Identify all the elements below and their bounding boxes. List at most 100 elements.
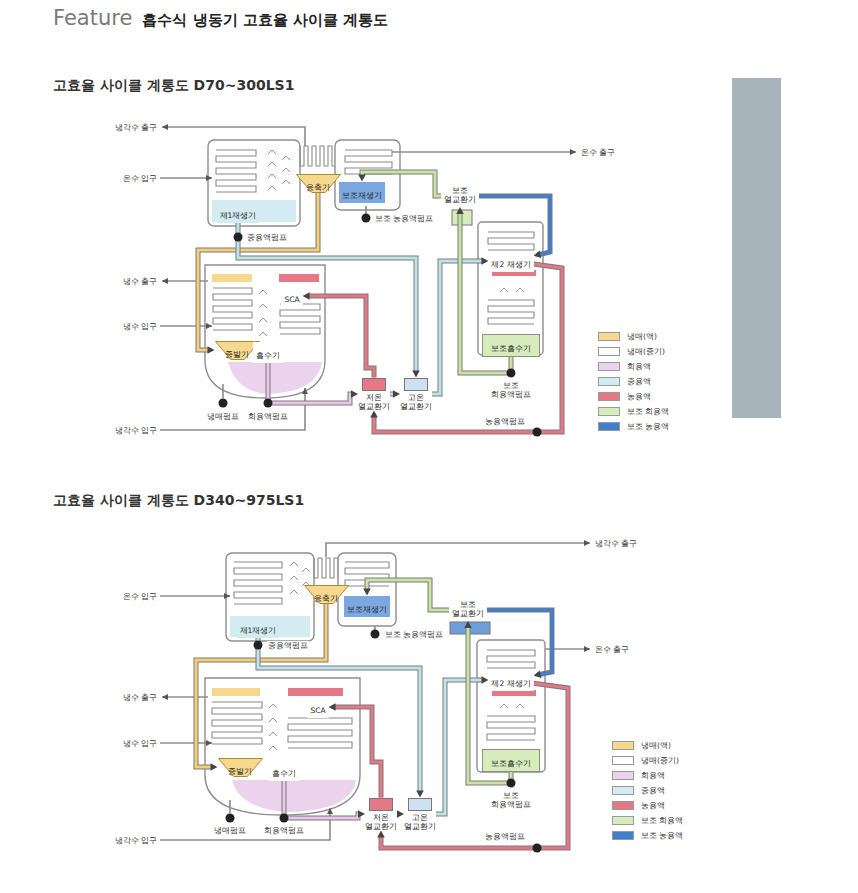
node-label: 응축기	[314, 594, 338, 603]
exchanger-core	[408, 798, 432, 811]
arrowhead	[363, 589, 371, 596]
sca: SCA	[307, 697, 328, 718]
port-label: 냉각수 입구	[114, 836, 158, 845]
legend-text: 중용액	[641, 786, 665, 795]
absorber: 흡수기	[269, 760, 299, 781]
page-title: 흡수식 냉동기 고효율 사이클 계통도	[142, 11, 388, 29]
pipe-connector	[479, 196, 550, 258]
pump-symbol	[371, 630, 380, 639]
generator-vessel	[226, 553, 314, 641]
pump-symbol	[533, 428, 542, 437]
tube-coil	[234, 562, 282, 604]
aux-absorber: 보조흡수기	[482, 749, 540, 772]
legend-swatch	[598, 392, 620, 401]
pipe-connector	[397, 810, 404, 818]
legend-swatch	[612, 801, 634, 810]
pipe-connector	[258, 638, 424, 798]
solution-tray	[492, 690, 536, 696]
legend-swatch	[598, 377, 620, 386]
arrowhead	[397, 810, 404, 818]
aux-generator: 보조재생기	[344, 596, 390, 617]
vapor-marks	[259, 290, 267, 336]
pipe-connector	[268, 363, 358, 404]
pipe-casing	[309, 296, 374, 378]
arrowhead	[358, 810, 365, 818]
node-label: 제2 재생기	[491, 260, 530, 269]
pump-label: 농용액펌프	[484, 417, 526, 426]
node-label: 고온 열교환기	[400, 393, 432, 411]
tube-coil	[487, 716, 535, 740]
section-tag: Feature	[52, 6, 133, 31]
node-label: 제1재생기	[240, 626, 277, 635]
pump-symbol	[264, 399, 273, 408]
diagram-heading: 고효율 사이클 계통도 D70~300LS1	[52, 77, 295, 94]
node-label: SCA	[284, 295, 299, 304]
side-panel	[732, 78, 781, 418]
tube-coil	[488, 232, 534, 250]
pump-symbol	[254, 641, 263, 650]
node-label: 제2 재생기	[491, 679, 530, 688]
absorber-coil	[280, 304, 320, 334]
exchanger-core	[404, 378, 428, 391]
pipe-fluid	[381, 683, 568, 848]
chilled-water-pipe	[162, 696, 208, 698]
sca: SCA	[281, 286, 302, 307]
port-label: 냉수 출구	[122, 693, 158, 702]
chilled-water-pipe	[162, 280, 208, 282]
pump-label: 냉매펌프	[206, 412, 240, 421]
absorber: 흡수기	[253, 342, 283, 363]
solution-level	[212, 200, 296, 222]
port-label: 온수 입구	[122, 592, 158, 601]
pipe-fluid	[258, 638, 420, 792]
pump-label: 중용액펌프	[267, 641, 309, 650]
tube-coil	[488, 300, 534, 324]
high-temp-heat-exchanger: 고온 열교환기	[404, 798, 436, 831]
pump-label: 중용액펌프	[246, 233, 288, 242]
node-label: 증발기	[228, 767, 252, 776]
aux-generator: 보조재생기	[339, 182, 385, 203]
node-label: 저온 열교환기	[365, 813, 397, 831]
low-temp-heat-exchanger: 저온 열교환기	[365, 798, 397, 831]
funnel-outline	[218, 758, 262, 776]
legend-swatch	[598, 407, 620, 416]
chilled-water-pipe	[160, 742, 212, 744]
legend-text: 냉매(액)	[627, 332, 657, 341]
pipe-connector	[329, 703, 381, 797]
pump-label: 희용액펌프	[263, 826, 305, 835]
pump-label: 보조 희용액펌프	[490, 381, 532, 399]
legend-text: 중용액	[627, 377, 651, 386]
port-label: 냉각수 출구	[114, 123, 158, 132]
pipe-fluid	[436, 680, 482, 814]
pipe-fluid	[284, 781, 359, 819]
tube-coil	[216, 150, 256, 192]
node-label: 저온 열교환기	[358, 393, 390, 411]
arrowhead	[481, 676, 488, 684]
pipe-casing	[268, 363, 352, 404]
port-label: 온수 입구	[122, 174, 158, 183]
arrowhead	[456, 207, 464, 214]
arrowhead	[358, 175, 366, 182]
pipe-fluid	[479, 196, 550, 254]
pump-symbols	[219, 214, 542, 853]
pump-symbol	[280, 814, 289, 823]
pipe-casing	[196, 604, 326, 768]
arrowhead	[351, 390, 358, 398]
pump-symbol	[226, 814, 235, 823]
pipe-casing	[198, 193, 318, 351]
high-temp-heat-exchanger: 고온 열교환기	[400, 378, 432, 411]
dilute-solution-pool	[232, 780, 356, 812]
generator-2: 제2 재생기	[488, 251, 533, 272]
solution-level	[230, 616, 310, 637]
cooling-water-pipe	[160, 388, 305, 430]
legend-swatch	[612, 816, 634, 825]
refrigerant-tray	[212, 274, 252, 282]
pipe-fluid	[487, 610, 552, 674]
node-label: 응축기	[306, 183, 330, 192]
aux-heat-exchanger: 보조 열교환기	[441, 185, 479, 207]
absorber-vessel	[205, 265, 325, 398]
arrowhead	[481, 257, 488, 265]
pipe-stub	[222, 384, 224, 398]
